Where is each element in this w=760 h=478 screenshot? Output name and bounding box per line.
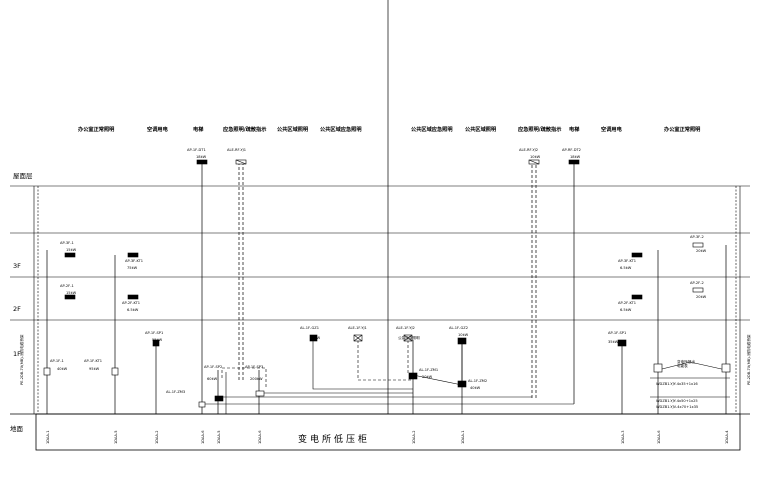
equipment-label: ALE-RF-YJ1 bbox=[227, 148, 246, 152]
equipment-label: AP-2F-2 bbox=[690, 281, 704, 285]
top-label: 公共区域应急照明 bbox=[411, 125, 453, 133]
equipment-value: 18kW bbox=[570, 155, 581, 159]
equipment-value: 6.5kW bbox=[127, 308, 139, 312]
equipment-value: 公共应急照明 bbox=[398, 335, 420, 340]
equipment-label: AP-1F-SP3 bbox=[245, 365, 263, 369]
equipment-label: AL-1F-ZM2 bbox=[468, 379, 487, 383]
equipment-label: AP-1F-KT1 bbox=[84, 359, 102, 363]
equipment-value: 60kW bbox=[207, 377, 218, 381]
equipment-value: 40kW bbox=[57, 367, 68, 371]
top-label: 公共区域照明 bbox=[465, 125, 496, 133]
equipment-label: AL-1F-ZM1 bbox=[419, 368, 438, 372]
equipment-label: AP-2F-KT1 bbox=[122, 301, 140, 305]
top-label: 空调用电 bbox=[601, 125, 623, 133]
equipment-value: 10kW bbox=[310, 336, 321, 340]
cable-spec: WDZB1-YJV-4x70+1x35 bbox=[656, 405, 698, 409]
cabinet-id: 1DAA-5 bbox=[114, 430, 118, 444]
cabinet-id: 1DAA-3 bbox=[621, 430, 625, 444]
equipment-value: 15kW bbox=[66, 248, 77, 252]
equipment-label: AP-2F-KT1 bbox=[618, 301, 636, 305]
equipment-value: 10kW bbox=[458, 333, 469, 337]
cabinet-id: 1DAA-6 bbox=[657, 430, 661, 444]
equipment-label: AL-1F-GZ2 bbox=[449, 326, 468, 330]
small-label: 变电所馈出 bbox=[677, 359, 695, 364]
equipment-value: 35kW bbox=[608, 340, 619, 344]
equipment-value: 55kW bbox=[152, 338, 163, 342]
cabinet-id: 1DAA-5 bbox=[217, 430, 221, 444]
equipment-label: AP-3F-KT1 bbox=[125, 259, 143, 263]
equipment-label: AP-3F-KT1 bbox=[618, 259, 636, 263]
equipment-value: 18kW bbox=[196, 155, 207, 159]
equipment-label: AP-1F-SP1 bbox=[608, 331, 626, 335]
equipment-value: 10kW bbox=[530, 155, 541, 159]
equipment-value: 75kW bbox=[127, 266, 138, 270]
equipment-label: AL-1F-GZ1 bbox=[300, 326, 319, 330]
small-label: 电能表 bbox=[677, 363, 688, 368]
equipment-value: 20kW bbox=[422, 375, 433, 379]
equipment-value: 20kW bbox=[696, 295, 707, 299]
equipment-value: 6.5kW bbox=[620, 308, 632, 312]
equipment-value: 15kW bbox=[66, 291, 77, 295]
vertical-note: PE-2DB-7X(MB)-消防电缆桥架 bbox=[746, 334, 751, 385]
diagram-title: 变电所低压柜 bbox=[298, 433, 370, 445]
top-label: 应急照明/疏散指示 bbox=[518, 125, 561, 133]
equipment-label: AP-1F-SP1 bbox=[145, 331, 163, 335]
cabinet-id: 1DAA-6 bbox=[258, 430, 262, 444]
equipment-value: 6.5kW bbox=[620, 266, 632, 270]
top-label: 公共区域应急照明 bbox=[320, 125, 362, 133]
equipment-label: AP-1F-1 bbox=[50, 359, 64, 363]
top-label: 电梯 bbox=[193, 125, 204, 133]
cabinet-id: 1DAA-4 bbox=[725, 430, 729, 444]
equipment-label: AP-2F-1 bbox=[60, 284, 74, 288]
cabinet-id: 1DAA-1 bbox=[461, 430, 465, 444]
top-label: 公共区域照明 bbox=[277, 125, 308, 133]
equipment-label: AP-3F-2 bbox=[690, 235, 704, 239]
equipment-label: ALE-RF-YJ2 bbox=[519, 148, 538, 152]
equipment-label: ALE-1F-YJ2 bbox=[396, 326, 415, 330]
equipment-label: AP-1F-DT1 bbox=[187, 148, 206, 152]
cabinet-id: 1DAA-2 bbox=[155, 430, 159, 444]
top-label: 办公室正常照明 bbox=[78, 125, 114, 133]
equipment-label: AP-RF-DT2 bbox=[562, 148, 581, 152]
floor-label-3f: 3F bbox=[13, 262, 21, 270]
floor-label-1f: 1F bbox=[13, 350, 21, 358]
top-label: 应急照明/疏散指示 bbox=[223, 125, 266, 133]
cabinet-id: 1DAA-6 bbox=[201, 430, 205, 444]
cabinet-id: 1DAA-1 bbox=[46, 430, 50, 444]
top-label: 电梯 bbox=[569, 125, 580, 133]
equipment-value: 40kW bbox=[470, 386, 481, 390]
top-label: 办公室正常照明 bbox=[664, 125, 700, 133]
equipment-value: 20kW bbox=[696, 249, 707, 253]
equipment-label: ALE-1F-YJ1 bbox=[348, 326, 367, 330]
ground-label: 地面 bbox=[10, 424, 24, 433]
top-label: 空调用电 bbox=[147, 125, 169, 133]
cable-spec: WDZB1-YJY-4x35+1x16 bbox=[656, 382, 698, 386]
equipment-label: AL-1F-ZM3 bbox=[166, 390, 185, 394]
equipment-value: 200kW bbox=[250, 377, 263, 381]
floor-label-2f: 2F bbox=[13, 305, 21, 313]
floor-label-roof: 屋面层 bbox=[13, 172, 33, 180]
cabinet-id: 1DAA-2 bbox=[412, 430, 416, 444]
equipment-label: AP-1F-SP2 bbox=[204, 365, 222, 369]
vertical-note: PE-2DB-7X(MB)-消防电缆桥架 bbox=[19, 334, 24, 385]
equipment-value: 95kW bbox=[89, 367, 100, 371]
cable-spec: WDZB1-YJY-4x50+1x25 bbox=[656, 399, 698, 403]
equipment-label: AP-3F-1 bbox=[60, 241, 74, 245]
